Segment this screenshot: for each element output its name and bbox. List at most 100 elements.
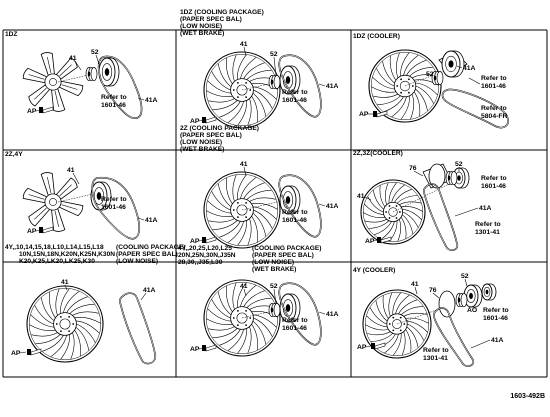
part-52-label: 52	[270, 283, 278, 290]
panel-title-line: (LOW NOISE)	[180, 139, 222, 146]
spacer-disc	[450, 171, 458, 185]
blade-rib	[47, 177, 52, 194]
fan-blade	[51, 207, 66, 232]
fan-blade	[232, 174, 237, 202]
fan-ring-inner	[362, 181, 424, 243]
cooler-drum	[438, 290, 456, 318]
axis-line	[241, 307, 287, 319]
panel-p8: 4Y,,20,25,L20,L2520N,25N,30N,J35N28,30,,…	[178, 245, 339, 357]
fan-ring	[362, 289, 432, 359]
fan-blade	[34, 305, 54, 325]
refer-page-label: 1601-46	[282, 325, 307, 332]
leader-line	[318, 83, 326, 87]
fan-hub	[53, 312, 77, 336]
leader-line	[470, 339, 491, 349]
refer-page-label: 1601-46	[282, 97, 307, 104]
fan-hub	[44, 73, 62, 91]
fan-blade	[383, 96, 404, 113]
fan-blade	[247, 218, 252, 246]
leader-line	[72, 172, 80, 185]
hub-bolt	[60, 316, 62, 318]
leader-line	[454, 207, 479, 217]
refer-to-label: Refer to	[282, 317, 308, 324]
fan-blade	[401, 331, 406, 356]
fan-blade	[374, 221, 392, 235]
refer-to-label: Refer to	[483, 307, 509, 314]
fan-ring	[368, 49, 442, 123]
spacer-bore	[457, 297, 461, 303]
ap-label: AP	[359, 111, 369, 118]
ap-label: AP	[11, 350, 21, 357]
panel-title-line: 2Z,4Y	[5, 151, 23, 158]
hub-bolt	[249, 317, 252, 319]
cooler-spacer	[455, 293, 468, 307]
ring-fan	[203, 171, 281, 249]
refer-page-label: 1601-46	[101, 102, 126, 109]
belt-inner	[91, 177, 140, 240]
v-belt	[278, 174, 322, 238]
hub-bolt	[237, 202, 239, 204]
fan-blade	[368, 220, 390, 229]
fan-blade	[400, 217, 407, 239]
spacer-bore	[270, 307, 274, 313]
refer-to-label: Refer to	[101, 196, 127, 203]
ring-fan	[26, 285, 104, 363]
blade-fan	[22, 172, 84, 232]
refer-page-label: 1601-46	[481, 183, 506, 190]
part-41-label: 41	[240, 41, 248, 48]
pulley-bore	[104, 68, 110, 76]
fan-blade	[367, 196, 384, 213]
fan-blade	[237, 100, 248, 126]
fan-blade	[69, 303, 95, 314]
fan-blade	[55, 288, 60, 316]
belt-41a-label: 41A	[479, 205, 492, 212]
fan-blade	[415, 88, 428, 111]
fan-hub-center	[392, 319, 402, 329]
fan-blade	[375, 300, 388, 322]
fan-blade	[400, 52, 410, 77]
panel-title-line: (WET BRAKE)	[180, 30, 224, 37]
leader-line	[198, 239, 206, 242]
fan-blade	[60, 334, 71, 360]
fan-blade	[207, 200, 232, 214]
hub-bolt	[249, 89, 252, 91]
hub-bolt	[385, 211, 387, 213]
spacer	[268, 75, 281, 89]
v-belt	[91, 176, 141, 240]
belt-inner	[278, 54, 322, 118]
fan-blade	[237, 220, 248, 246]
fan-blade	[249, 197, 276, 202]
fan-blade	[206, 210, 233, 218]
part-41-label: 41	[411, 281, 419, 288]
fan-blade	[22, 67, 48, 84]
fan-blade	[35, 334, 61, 345]
hub-bolt	[245, 216, 247, 218]
pulley-groove	[93, 187, 105, 205]
fan-blade	[252, 206, 277, 220]
fan-blade	[396, 195, 418, 204]
v-belt	[278, 282, 322, 346]
hub-bolt	[68, 316, 70, 318]
fan-ring	[203, 171, 281, 249]
refer-page-label: 1301-41	[475, 229, 500, 236]
leader-line	[198, 119, 206, 122]
leader-line	[318, 311, 326, 315]
leader-line	[414, 286, 418, 295]
fan-blade	[236, 174, 247, 200]
fan-blade	[246, 69, 272, 80]
fan-blade	[70, 332, 75, 360]
fan-blade	[405, 329, 412, 353]
fan-blade	[391, 184, 405, 203]
fan-blade	[219, 329, 241, 346]
bolt-shank	[205, 344, 217, 352]
part-76-label: 76	[409, 165, 417, 172]
fan-blade	[398, 299, 418, 315]
hub-bolt	[388, 205, 391, 207]
panel-title-line: 10N,15N,18N,K20N,K25N,K30N	[19, 251, 115, 258]
fan-blade	[364, 219, 387, 223]
panel-title-line: (COOLING PACKAGE)	[252, 245, 321, 252]
part-41-label: 41	[240, 283, 248, 290]
ap-label: AP	[27, 228, 37, 235]
spacer-disc	[460, 293, 468, 307]
